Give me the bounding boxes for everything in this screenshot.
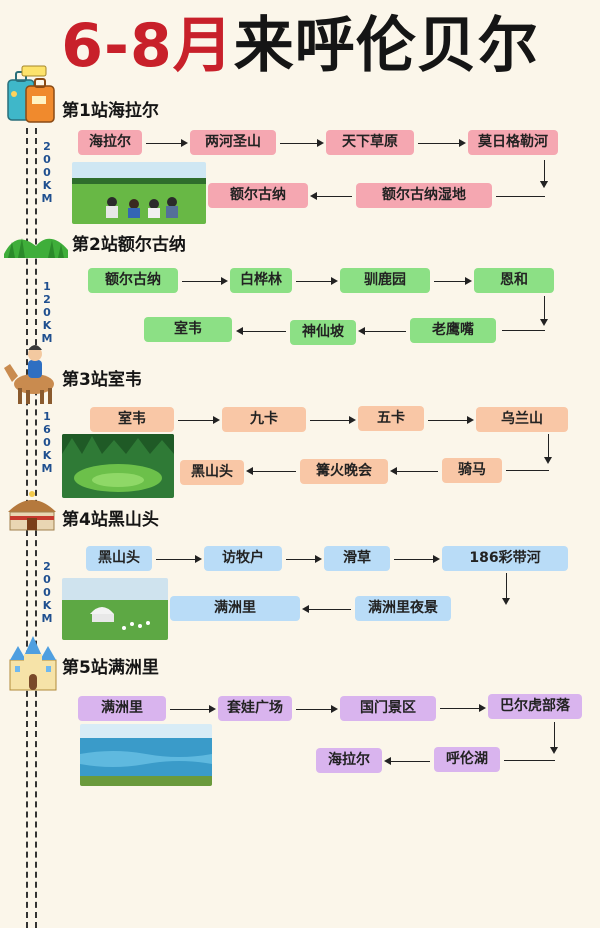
arrow-right bbox=[146, 139, 188, 147]
arrow-left bbox=[390, 467, 438, 475]
arrow-right bbox=[296, 277, 338, 285]
castle-icon bbox=[9, 636, 57, 691]
title-red: 6-8月 bbox=[61, 11, 234, 81]
grassland-icon bbox=[4, 238, 68, 258]
arrow-right bbox=[280, 139, 324, 147]
arrow-left bbox=[236, 327, 286, 335]
arrow-left bbox=[384, 757, 430, 765]
route-stop: 恩和 bbox=[474, 268, 554, 293]
route-stop: 访牧户 bbox=[204, 546, 282, 571]
route-stop: 国门景区 bbox=[340, 696, 436, 721]
yurt-icon bbox=[8, 491, 56, 531]
yurt-photo bbox=[62, 578, 168, 640]
route-stop: 天下草原 bbox=[326, 130, 414, 155]
route-stop: 满洲里 bbox=[170, 596, 300, 621]
arrow-connector bbox=[504, 760, 555, 761]
arrow-right bbox=[178, 416, 220, 424]
arrow-down bbox=[540, 296, 548, 326]
route-stop: 两河圣山 bbox=[190, 130, 276, 155]
arrow-down bbox=[544, 434, 552, 464]
route-stop: 驯鹿园 bbox=[340, 268, 430, 293]
arrow-right bbox=[286, 555, 322, 563]
grassland-photo bbox=[72, 162, 206, 224]
route-stop: 满洲里夜景 bbox=[355, 596, 451, 621]
arrow-right bbox=[170, 705, 216, 713]
arrow-connector bbox=[506, 470, 549, 471]
distance-label: 160KM bbox=[41, 410, 53, 475]
route-stop: 海拉尔 bbox=[78, 130, 142, 155]
route-stop: 额尔古纳 bbox=[208, 183, 308, 208]
station-title-1: 第1站海拉尔 bbox=[62, 101, 159, 121]
station-title-5: 第5站满洲里 bbox=[62, 658, 159, 678]
station-title-4: 第4站黑山头 bbox=[62, 510, 159, 530]
route-stop: 套娃广场 bbox=[218, 696, 292, 721]
arrow-right bbox=[440, 704, 486, 712]
route-stop: 186彩带河 bbox=[442, 546, 568, 571]
distance-label: 200KM bbox=[41, 560, 53, 625]
distance-label: 120KM bbox=[41, 280, 53, 345]
station-title-2: 第2站额尔古纳 bbox=[72, 235, 186, 255]
route-stop: 神仙坡 bbox=[290, 320, 356, 345]
arrow-down bbox=[550, 722, 558, 754]
horse-rider-icon bbox=[4, 345, 54, 404]
station-title-3: 第3站室韦 bbox=[62, 370, 142, 390]
arrow-right bbox=[310, 416, 356, 424]
arrow-right bbox=[296, 705, 338, 713]
route-stop: 额尔古纳 bbox=[88, 268, 178, 293]
route-stop: 乌兰山 bbox=[476, 407, 568, 432]
arrow-left bbox=[302, 605, 351, 613]
lake-photo bbox=[80, 724, 212, 786]
distance-label: 200KM bbox=[41, 140, 53, 205]
route-stop: 满洲里 bbox=[78, 696, 166, 721]
route-stop: 白桦林 bbox=[230, 268, 292, 293]
title-black: 来呼伦贝尔 bbox=[233, 11, 539, 81]
route-stop: 骑马 bbox=[442, 458, 502, 483]
arrow-right bbox=[182, 277, 228, 285]
route-stop: 额尔古纳湿地 bbox=[356, 183, 492, 208]
arrow-right bbox=[156, 555, 202, 563]
arrow-left bbox=[358, 327, 406, 335]
route-stop: 黑山头 bbox=[180, 460, 244, 485]
arrow-left bbox=[246, 467, 296, 475]
route-stop: 海拉尔 bbox=[316, 748, 382, 773]
arrow-right bbox=[428, 416, 474, 424]
arrow-right bbox=[394, 555, 440, 563]
route-stop: 室韦 bbox=[90, 407, 174, 432]
route-stop: 莫日格勒河 bbox=[468, 130, 558, 155]
route-stop: 老鹰嘴 bbox=[410, 318, 496, 343]
arrow-connector bbox=[496, 196, 545, 197]
route-stop: 黑山头 bbox=[86, 546, 152, 571]
arrow-down bbox=[502, 573, 510, 605]
route-stop: 篝火晚会 bbox=[300, 459, 388, 484]
page-title: 6-8月来呼伦贝尔 bbox=[0, 6, 600, 86]
route-stop: 巴尔虎部落 bbox=[488, 694, 582, 719]
route-stop: 室韦 bbox=[144, 317, 232, 342]
arrow-connector bbox=[502, 330, 545, 331]
arrow-right bbox=[418, 139, 466, 147]
route-stop: 滑草 bbox=[324, 546, 390, 571]
arrow-right bbox=[434, 277, 472, 285]
route-stop: 五卡 bbox=[358, 406, 424, 431]
route-stop: 九卡 bbox=[222, 407, 306, 432]
suitcase-icon bbox=[7, 65, 55, 123]
route-stop: 呼伦湖 bbox=[434, 747, 500, 772]
forest-photo bbox=[62, 434, 174, 498]
arrow-left bbox=[310, 192, 352, 200]
